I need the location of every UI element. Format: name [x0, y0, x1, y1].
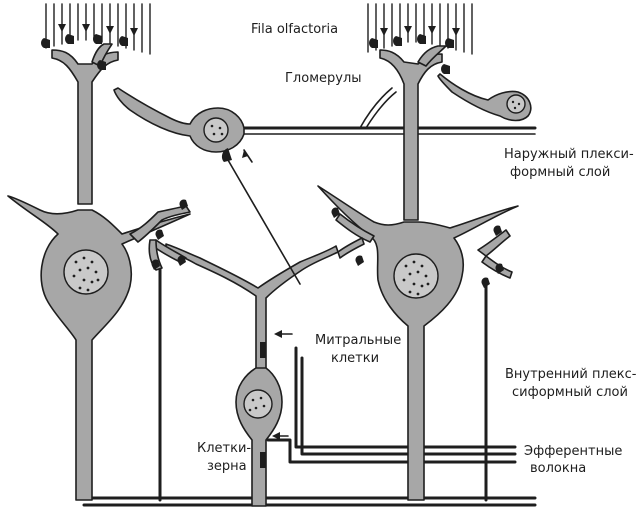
mitral-nucleus-right	[393, 253, 439, 299]
synaptic-terminals	[41, 34, 504, 468]
label-inner-plexiform-line1: Внутренний плекс-	[505, 367, 637, 382]
mitral-nucleus-left	[63, 249, 109, 295]
fiber-arrows	[58, 24, 460, 36]
olfactory-fibers-left	[45, 3, 151, 55]
label-mitral-cells-line2: клетки	[331, 351, 379, 366]
mitral-cell-left	[7, 43, 191, 501]
pointer-arrows	[242, 149, 293, 440]
label-granule-cells-line1: Клетки-	[197, 441, 251, 456]
periglomerular-nucleus-center	[203, 117, 229, 143]
mitral-nucleus-dots-left	[72, 256, 100, 292]
label-efferent-fibers-line2: волокна	[530, 461, 586, 476]
horizontal-fibers	[82, 126, 537, 507]
label-outer-plexiform-line2: формный слой	[510, 165, 610, 180]
periglomerular-cell-right	[359, 73, 532, 129]
granule-nucleus	[243, 389, 273, 419]
label-inner-plexiform-line2: сиформный слой	[512, 385, 628, 400]
label-outer-plexiform-line1: Наружный плекси-	[504, 147, 634, 162]
label-efferent-fibers-line1: Эфферентные	[524, 444, 622, 459]
label-glomeruli: Гломерулы	[285, 71, 362, 86]
diagram-labels: Fila olfactoria Гломерулы Наружный плекс…	[197, 22, 637, 476]
label-mitral-cells-line1: Митральные	[315, 333, 401, 348]
periglomerular-cell-center	[113, 87, 245, 162]
mitral-nucleus-dots-right	[402, 260, 430, 296]
label-fila-olfactoria: Fila olfactoria	[251, 22, 338, 37]
label-granule-cells-line2: зерна	[207, 459, 247, 474]
mitral-cell-right	[317, 45, 519, 501]
